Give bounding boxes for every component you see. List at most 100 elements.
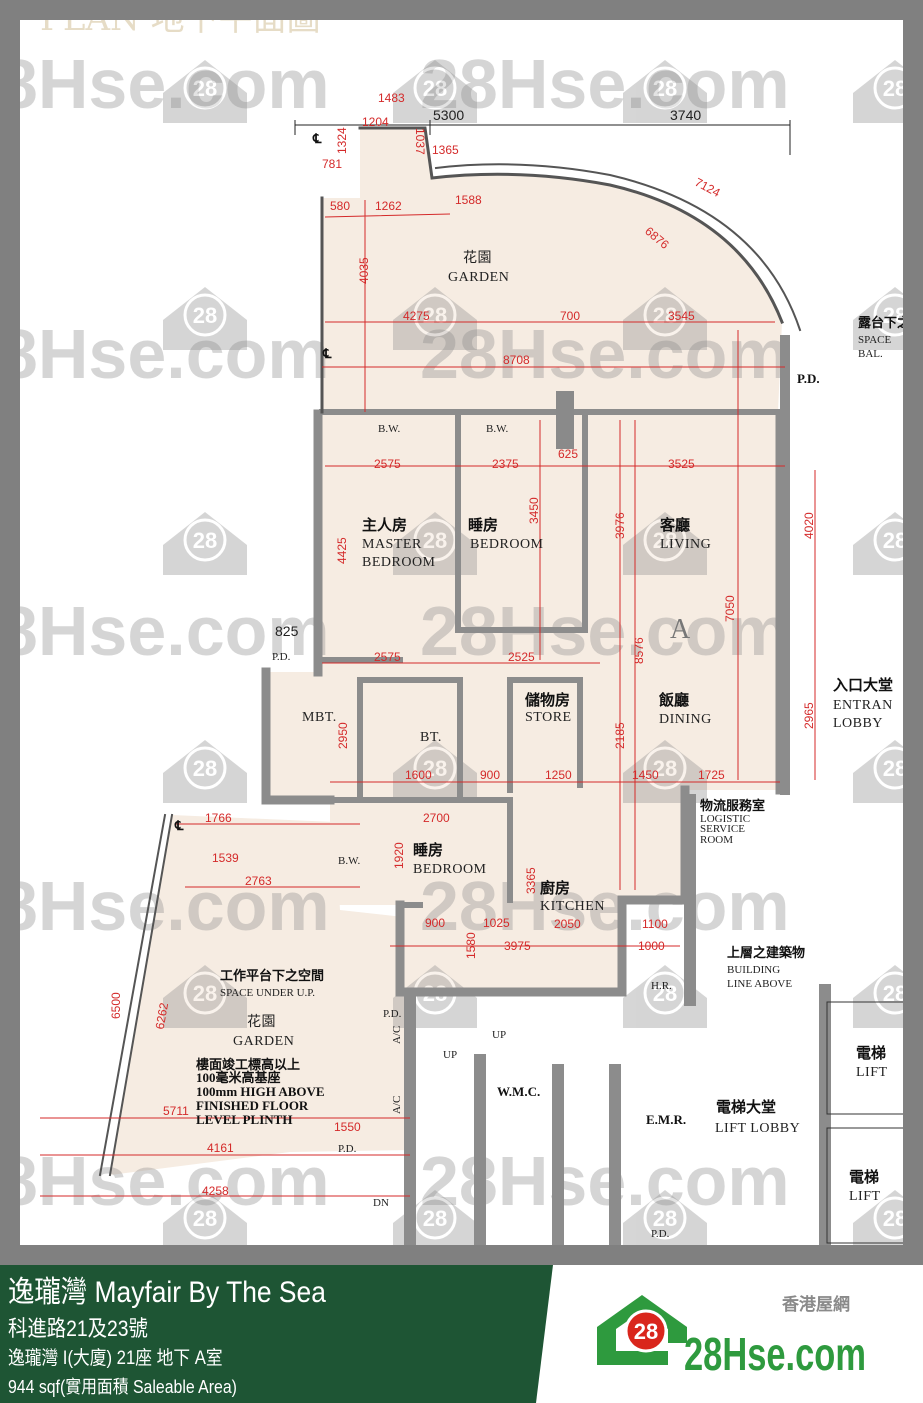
dimension-label: 1262 (375, 199, 402, 213)
svg-text:28: 28 (653, 1206, 677, 1231)
logistic-room-label-en: ROOM (700, 834, 733, 846)
garden-low-label-en: GARDEN (233, 1034, 294, 1049)
svg-text:28: 28 (653, 303, 677, 328)
master-bedroom-label-en: BEDROOM (362, 555, 436, 570)
svg-text:28: 28 (653, 981, 677, 1006)
lift-label-zh: 電梯 (856, 1044, 886, 1062)
svg-text:28: 28 (423, 756, 447, 781)
watermark-house-icon: 28 (853, 287, 903, 350)
store-label-en: STORE (525, 710, 572, 725)
space-bal-label-en: BAL. (858, 348, 883, 360)
watermark-text: 28Hse.com (20, 867, 330, 945)
plinth-note: 100mm HIGH ABOVE (196, 1084, 325, 1099)
bedroom2-label-en: BEDROOM (413, 862, 487, 877)
watermark-house-icon: 28 (853, 1190, 903, 1245)
watermark-house-icon: 28 (393, 60, 477, 123)
room-labels: 花園 GARDEN B.W. B.W. 主人房 MASTER BEDROOM 睡… (196, 250, 903, 1244)
ac-label: A/C (391, 1096, 403, 1114)
dimension-label: 3450 (527, 497, 541, 524)
space-bal-label-zh: 露台下之 (858, 315, 903, 330)
emr-label: E.M.R. (646, 1112, 686, 1127)
bay-window-label: B.W. (378, 423, 400, 435)
wmc-label: W.M.C. (497, 1084, 540, 1099)
plan-title: PLAN 地下平面圖 (40, 20, 321, 39)
pipe-duct-label: P.D. (651, 1228, 670, 1240)
dimension-label: 1920 (392, 842, 406, 869)
plinth-note: LEVEL PLINTH (196, 1112, 292, 1127)
dining-label-en: DINING (659, 712, 712, 727)
svg-text:28: 28 (193, 981, 217, 1006)
building-line-label-en: LINE ABOVE (727, 978, 792, 990)
property-area: 944 sqf(實用面積 Saleable Area) (8, 1377, 237, 1397)
pipe-duct-label: P.D. (383, 1008, 402, 1020)
entrance-lobby-label-zh: 入口大堂 (833, 676, 893, 694)
lift-car (826, 1127, 903, 1244)
dimension-label: 1725 (698, 768, 725, 782)
master-bathroom-label: MBT. (302, 710, 337, 725)
dimension-label: 1037 (413, 128, 427, 155)
watermark-text: 28Hse.com (20, 315, 330, 393)
listing-banner: 28 28Hse.com 香港屋網 逸瓏灣 Mayfair By The Sea… (0, 1265, 923, 1403)
dimension-label: 4020 (802, 512, 816, 539)
dimension-label: 8576 (632, 637, 646, 664)
watermark-text: 28Hse.com (20, 592, 330, 670)
watermark-house-icon: 28 (163, 740, 247, 803)
bedroom2-label-zh: 睡房 (413, 841, 443, 859)
dimension-label: 1588 (455, 193, 482, 207)
bay-window-label: B.W. (486, 423, 508, 435)
building-line-label-en: BUILDING (727, 964, 780, 976)
dimension-label: 2525 (508, 650, 535, 664)
dimension-label: 700 (560, 309, 580, 323)
watermark-house-icon: 28 (623, 1190, 707, 1245)
dimension-label: 1483 (378, 91, 405, 105)
svg-text:28: 28 (653, 528, 677, 553)
dimension-label: 4258 (202, 1184, 229, 1198)
watermark-house-icon: 28 (623, 60, 707, 123)
dimension-label: 3740 (670, 107, 701, 123)
dimension-label: 2575 (374, 457, 401, 471)
watermark-house-icon: 28 (393, 287, 477, 350)
dimension-label: 1550 (334, 1120, 361, 1134)
bay-window-label: B.W. (338, 855, 360, 867)
lift-label-zh: 電梯 (849, 1168, 879, 1186)
dimension-label: 1766 (205, 811, 232, 825)
kitchen-label-zh: 廚房 (540, 879, 570, 897)
dimension-label: 1100 (642, 917, 668, 931)
watermark-house-icon: 28 (163, 287, 247, 350)
pipe-duct-label: P.D. (797, 371, 820, 386)
kitchen-label-en: KITCHEN (540, 899, 605, 914)
unit-floor (266, 414, 780, 992)
dimension-label: 6262 (153, 1001, 171, 1030)
dimension-label: 781 (322, 157, 342, 171)
garden-low-label-zh: 花園 (247, 1014, 276, 1030)
watermark-house-icon: 28 (853, 512, 903, 575)
space-under-up-label-en: SPACE UNDER U.P. (220, 987, 315, 999)
master-bedroom-label-en: MASTER (362, 537, 422, 552)
banner-background: 28 28Hse.com 香港屋網 (0, 1265, 866, 1403)
living-label-zh: 客廳 (659, 516, 690, 534)
plinth-note: 100毫米高基座 (196, 1070, 281, 1085)
watermark-text: 28Hse.com (20, 1142, 330, 1220)
dimension-label: 1204 (362, 115, 389, 129)
dimension-label: 1539 (212, 851, 239, 865)
dimension-label: 2950 (336, 722, 350, 749)
dimension-labels: 1483 5300 3740 1324 1204 781 1037 1365 5… (109, 91, 816, 1198)
dimension-label: 7050 (723, 595, 737, 622)
svg-text:28: 28 (653, 756, 677, 781)
svg-text:28: 28 (193, 1206, 217, 1231)
lift-car (826, 1001, 903, 1115)
store-label-zh: 儲物房 (525, 691, 570, 709)
svg-text:28: 28 (423, 528, 447, 553)
space-under-up-label-zh: 工作平台下之空間 (220, 968, 324, 983)
space-bal-label-en: SPACE (858, 334, 892, 346)
dimension-label: 2575 (374, 650, 401, 664)
watermark-house-icon: 28 (393, 740, 477, 803)
svg-text:28: 28 (883, 76, 903, 101)
dimension-label: 4161 (207, 1141, 234, 1155)
watermark-house-icon: 28 (163, 965, 247, 1028)
svg-text:28: 28 (883, 528, 903, 553)
svg-text:28: 28 (193, 303, 217, 328)
watermark-house-icon: 28 (163, 512, 247, 575)
watermark-house-icon: 28 (623, 287, 707, 350)
floor-plan: PLAN 地下平面圖 28Hse.com 28Hse.com 28Hse.com… (20, 20, 903, 1245)
